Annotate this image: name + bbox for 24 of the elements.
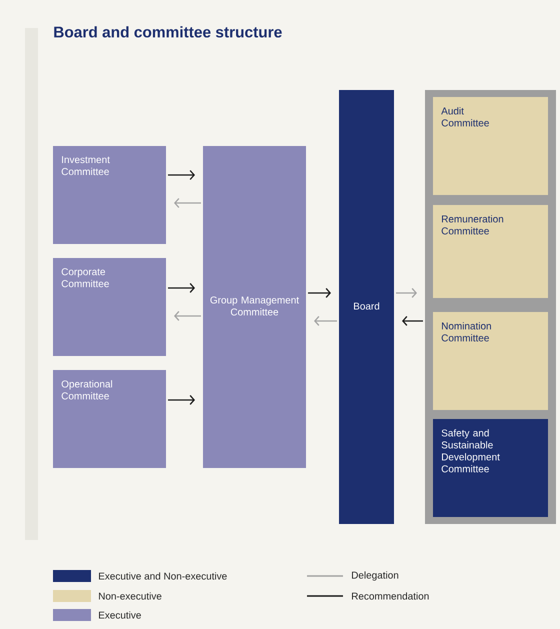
arrow [396, 288, 417, 298]
legend-label: Delegation [352, 571, 398, 581]
committee-box: Investment Committee [53, 146, 166, 244]
arrow [168, 283, 195, 293]
arrow [174, 311, 201, 321]
arrow [168, 395, 195, 405]
legend-label: Non-executive [99, 592, 162, 600]
committee-box: Operational Committee [53, 370, 166, 468]
committee-box: Group Management Committee [203, 146, 306, 468]
board-box: Board [339, 90, 394, 524]
arrow [168, 170, 195, 180]
committee-box: Safety and Sustainable Development Committee [433, 419, 548, 517]
arrow [402, 316, 423, 326]
committee-box: Audit Committee [433, 97, 548, 195]
committee-box: Nomination Committee [433, 312, 548, 410]
committee-box: Remuneration Committee [433, 205, 548, 298]
committee-box: Corporate Committee [53, 258, 166, 356]
legend-label: Executive and Non-executive [99, 572, 227, 580]
legend-label: Recommendation [352, 592, 429, 600]
arrow [308, 288, 331, 298]
arrow [314, 316, 337, 326]
title: Board and committee structure [54, 26, 282, 38]
arrow [174, 198, 201, 208]
legend-label: Executive [99, 611, 141, 619]
